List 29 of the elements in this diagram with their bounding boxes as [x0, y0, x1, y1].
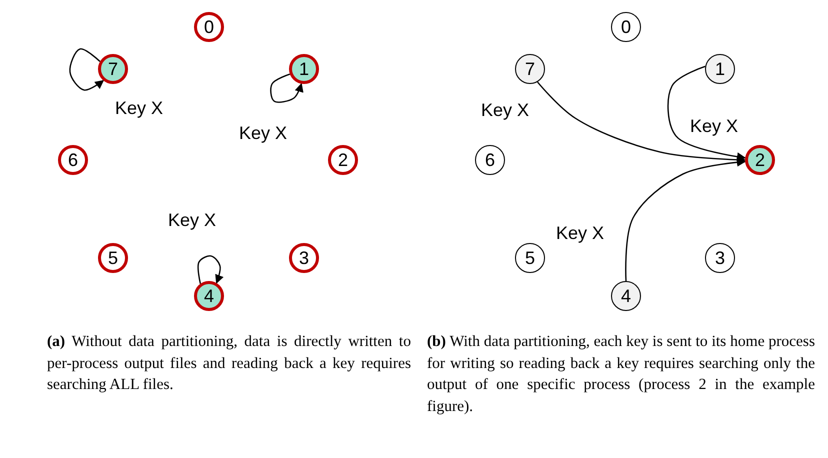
arrow	[625, 158, 746, 282]
process-circle: 0	[611, 12, 641, 42]
key-label: Key X	[556, 224, 604, 242]
process-circle: 3	[289, 243, 319, 273]
process-circle: 5	[515, 243, 545, 273]
process-circle: 2	[745, 145, 775, 175]
key-label: Key X	[115, 99, 164, 117]
key-label: Key X	[690, 117, 738, 135]
arrow	[69, 48, 104, 91]
process-circle: 6	[475, 145, 505, 175]
process-circle: 6	[58, 145, 88, 175]
process-circle: 0	[194, 12, 224, 42]
process-circle: 4	[194, 281, 224, 311]
arrow	[270, 74, 304, 103]
arrow	[197, 255, 224, 284]
process-circle: 2	[328, 145, 358, 175]
process-circle: 1	[289, 54, 319, 84]
key-label: Key X	[481, 101, 530, 119]
arrow	[667, 66, 746, 162]
key-label: Key X	[239, 124, 288, 142]
process-circle: 7	[515, 54, 545, 84]
process-circle: 3	[705, 243, 735, 273]
process-circle: 1	[705, 54, 735, 84]
process-circle: 7	[98, 54, 128, 84]
process-circle: 4	[611, 281, 641, 311]
figure-caption: (a) Without data partitioning, data is directly written to per-process output files and reading back a key requires searching ALL files.	[47, 332, 411, 396]
process-circle: 5	[98, 243, 128, 273]
figure-caption: (b) With data partitioning, each key is sent to its home process for writing so reading back a key requires searching only the output of one specific process (process 2 in the example figure).	[427, 332, 815, 418]
key-label: Key X	[168, 211, 216, 229]
